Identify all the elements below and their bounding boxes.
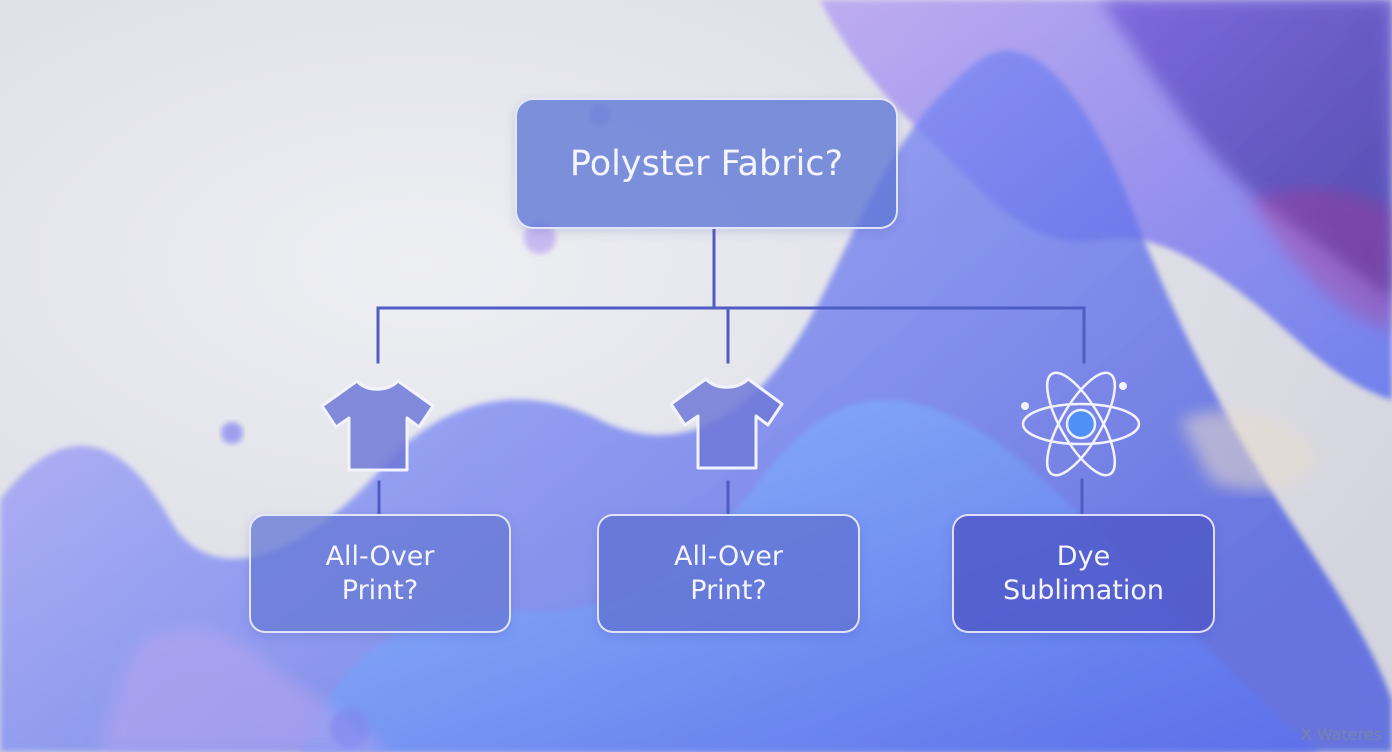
root-node-label: Polyster Fabric? bbox=[569, 143, 844, 184]
branch-node-1: All-Over Print? bbox=[249, 514, 511, 633]
t-shirt-icon bbox=[669, 377, 784, 470]
branch-node-3: Dye Sublimation bbox=[952, 514, 1215, 633]
watermark: X Wateres bbox=[1300, 725, 1382, 744]
branch-node-label: Dye Sublimation bbox=[1003, 540, 1164, 606]
branch-node-label: All-Over Print? bbox=[325, 540, 435, 606]
root-node: Polyster Fabric? bbox=[515, 98, 898, 229]
atom-icon bbox=[1021, 371, 1141, 477]
branch-node-label: All-Over Print? bbox=[674, 540, 783, 606]
t-shirt-icon bbox=[320, 379, 435, 472]
branch-node-2: All-Over Print? bbox=[597, 514, 860, 633]
